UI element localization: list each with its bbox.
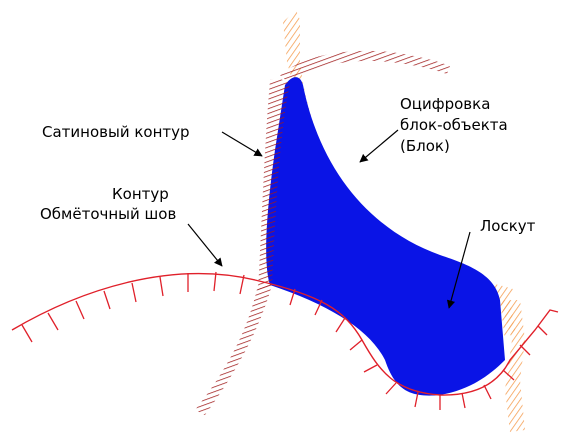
red-satin-left-contour xyxy=(258,78,290,290)
blue-block-fill xyxy=(266,77,505,396)
orange-satin-tail xyxy=(500,300,525,432)
label-blanket-stitch: Обмёточный шов xyxy=(40,205,176,223)
label-satin-outline: Сатиновый контур xyxy=(42,123,190,141)
orange-satin-top xyxy=(283,10,300,80)
label-patch: Лоскут xyxy=(480,217,536,235)
blanket-outline xyxy=(11,272,559,396)
arrows xyxy=(187,129,471,309)
arrow-satin-outline xyxy=(221,131,263,157)
label-block-digitizing-3: (Блок) xyxy=(400,137,450,155)
label-outline: Контур xyxy=(112,185,169,203)
label-block-digitizing-2: блок-объекта xyxy=(400,116,508,134)
arrow-patch xyxy=(446,231,471,309)
blanket-ticks xyxy=(21,271,548,410)
red-satin-top-arc xyxy=(280,50,450,84)
label-block-digitizing-1: Оцифровка xyxy=(400,95,490,113)
red-satin-lower-arc xyxy=(195,285,272,415)
arrow-outline xyxy=(187,223,223,267)
arrow-block-digitizing xyxy=(359,129,399,163)
